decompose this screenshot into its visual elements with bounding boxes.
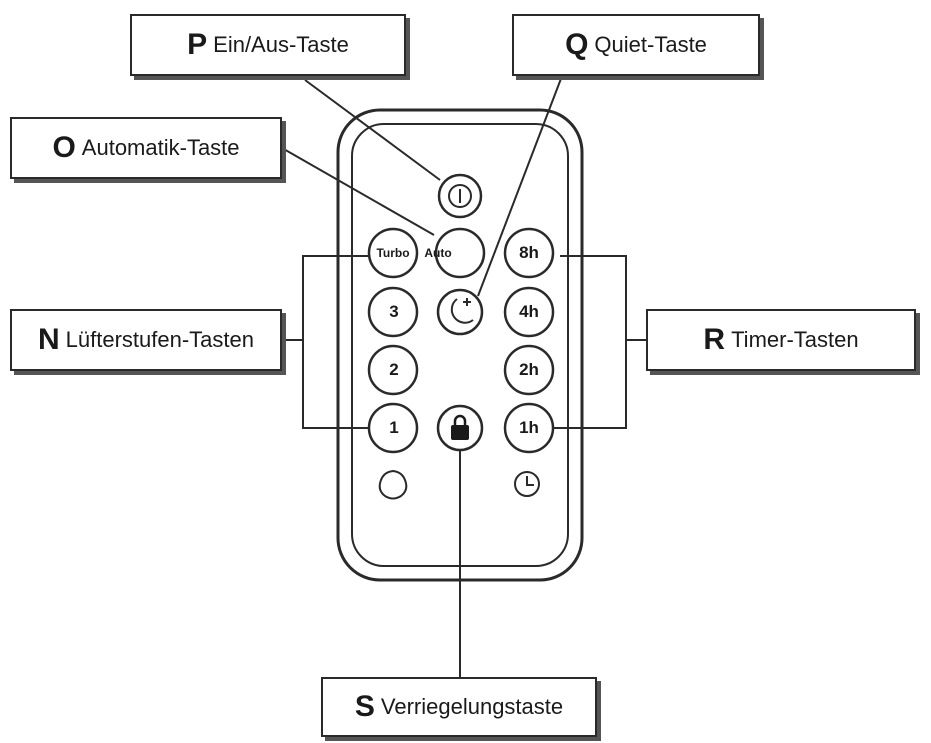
timer-2h-button[interactable] bbox=[503, 344, 555, 396]
timer-8h-button[interactable] bbox=[503, 227, 555, 279]
callout-o-letter: O bbox=[52, 131, 76, 164]
fan-speed-2-label: 2 bbox=[389, 360, 399, 379]
callout-p-letter: P bbox=[187, 28, 208, 61]
power-icon bbox=[448, 184, 472, 208]
callout-s: S Verriegelungstaste bbox=[321, 677, 597, 737]
timer-4h-label: 4h bbox=[519, 302, 539, 321]
leader-line-q bbox=[477, 75, 563, 297]
callout-s-letter: S bbox=[354, 690, 375, 723]
callout-r-letter: R bbox=[703, 323, 726, 356]
turbo-label: Turbo bbox=[376, 246, 410, 260]
callout-r: R Timer-Tasten bbox=[646, 309, 916, 371]
bracket-timer bbox=[554, 255, 627, 429]
callout-r-label: Timer-Tasten bbox=[731, 327, 859, 352]
callout-n-label: Lüfterstufen-Tasten bbox=[65, 327, 254, 352]
callout-o: O Automatik-Taste bbox=[10, 117, 282, 179]
callout-q-label: Quiet-Taste bbox=[594, 32, 707, 57]
timer-8h-label: 8h bbox=[519, 243, 539, 262]
bracket-fan bbox=[302, 255, 372, 429]
callout-p: P Ein/Aus-Taste bbox=[130, 14, 406, 76]
callout-q: Q Quiet-Taste bbox=[512, 14, 760, 76]
fan-speed-1-label: 1 bbox=[389, 418, 399, 437]
lock-icon bbox=[451, 414, 469, 440]
callout-o-label: Automatik-Taste bbox=[81, 135, 240, 160]
quiet-button[interactable] bbox=[436, 288, 484, 336]
leader-line-o bbox=[281, 147, 435, 236]
timer-1h-label: 1h bbox=[519, 418, 539, 437]
leader-lines bbox=[281, 75, 646, 677]
auto-button[interactable] bbox=[434, 227, 486, 279]
fan-speed-3-label: 3 bbox=[389, 302, 399, 321]
auto-label: Auto bbox=[424, 246, 452, 260]
fan-speed-2-button[interactable] bbox=[367, 344, 419, 396]
timer-4h-button[interactable] bbox=[503, 286, 555, 338]
clock-icon bbox=[514, 471, 540, 497]
fan-speed-1-button[interactable] bbox=[367, 402, 419, 454]
callout-p-label: Ein/Aus-Taste bbox=[213, 32, 349, 57]
timer-1h-button[interactable] bbox=[503, 402, 555, 454]
callout-n: N Lüfterstufen-Tasten bbox=[10, 309, 282, 371]
moon-icon bbox=[450, 298, 474, 324]
fan-icon bbox=[378, 469, 408, 500]
callout-s-label: Verriegelungstaste bbox=[380, 694, 564, 719]
timer-2h-label: 2h bbox=[519, 360, 539, 379]
callout-q-letter: Q bbox=[565, 28, 589, 61]
callout-n-letter: N bbox=[37, 323, 60, 356]
leader-line-p bbox=[304, 79, 441, 181]
fan-speed-3-button[interactable] bbox=[367, 286, 419, 338]
turbo-button[interactable] bbox=[367, 227, 419, 279]
